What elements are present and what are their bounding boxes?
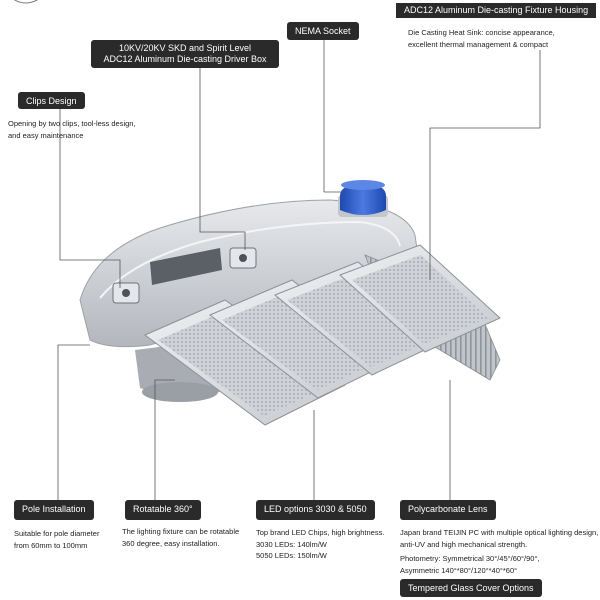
driver-box-slot bbox=[150, 248, 222, 285]
clips-callout-title: Clips Design bbox=[18, 92, 85, 109]
nema-socket bbox=[338, 180, 388, 217]
nema-callout-title: NEMA Socket bbox=[287, 22, 359, 40]
housing-callout-desc: Die Casting Heat Sink: concise appearanc… bbox=[408, 28, 555, 49]
lens-callout-desc: Japan brand TEIJIN PC with multiple opti… bbox=[400, 528, 599, 549]
lens-callout-title: Polycarbonate Lens bbox=[400, 500, 496, 520]
led-callout-desc: Top brand LED Chips, high brightness. 30… bbox=[256, 528, 385, 561]
glass-callout-title: Tempered Glass Cover Options bbox=[400, 579, 542, 597]
fixture-housing bbox=[79, 199, 421, 348]
housing-callout-title: ADC12 Aluminum Die-casting Fixture Housi… bbox=[396, 3, 597, 18]
lens-photometry-desc: Photometry: Symmetrical 30°/45°/60°/90°,… bbox=[400, 554, 540, 575]
pole-callout-title: Pole Installation bbox=[14, 500, 94, 520]
driver-box-callout-title: 10KV/20KV SKD and Spirit Level ADC12 Alu… bbox=[91, 40, 279, 68]
clip-right bbox=[229, 247, 257, 269]
clips-callout-desc: Opening by two clips, tool-less design, … bbox=[8, 119, 136, 140]
pole-callout-desc: Suitable for pole diameter from 60mm to … bbox=[14, 529, 100, 550]
led-callout-title: LED options 3030 & 5050 bbox=[256, 500, 375, 520]
rotatable-callout-title: Rotatable 360° bbox=[125, 500, 201, 520]
clip-left bbox=[112, 282, 140, 304]
rotatable-callout-desc: The lighting fixture can be rotatable 36… bbox=[122, 527, 240, 548]
decorative-arc bbox=[13, 0, 39, 4]
led-module-4 bbox=[339, 244, 501, 353]
